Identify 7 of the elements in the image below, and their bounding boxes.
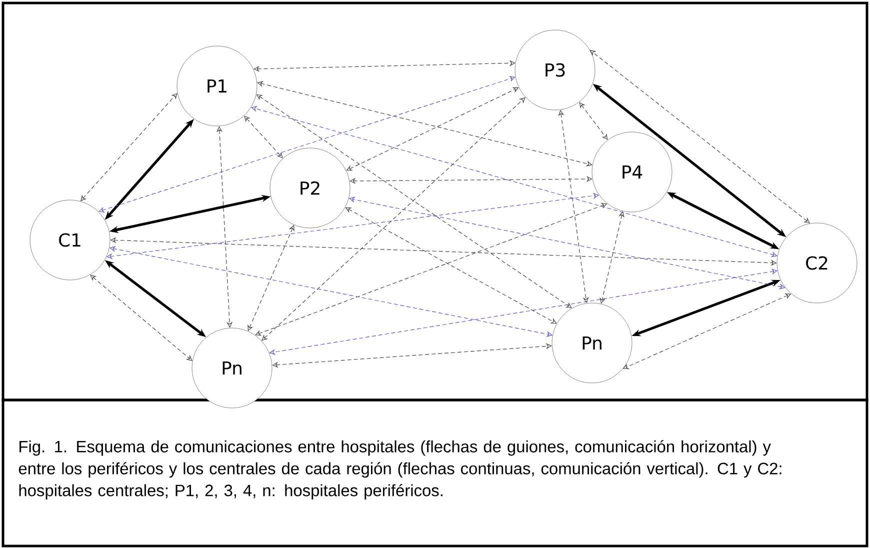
arrow [272,343,552,368]
arrow [579,102,608,140]
arrow [251,106,778,258]
arrow [262,97,526,341]
arrow [350,176,592,184]
caption: Fig. 1. Esquema de comunicaciones entre hospitales (flechas de guiones, comunicación horizontal) y entre los periféricos y los centrales de cada región (flechas continuas, comunicación vertical). C1 y C2: hospitales centrales; P1, 2, 3, 4, n: hospitales periféricos. [18,440,782,500]
arrow [244,116,283,158]
